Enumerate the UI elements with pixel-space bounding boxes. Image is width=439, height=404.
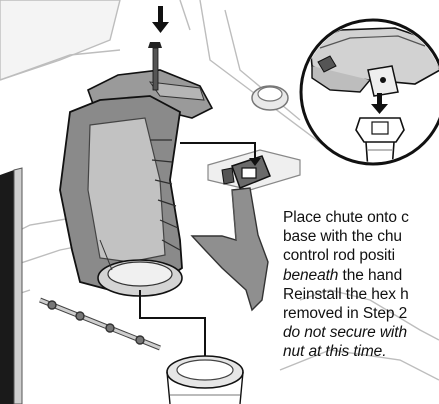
instruction-line-2: base with the chu [283,228,402,246]
instruction-line-1: Place chute onto c [283,209,409,226]
magnified-detail-inset [299,18,439,166]
instruction-line-5: Reinstall the hex h [283,285,409,303]
chute-support-bracket [190,187,269,312]
chute-control-rod [39,297,161,351]
instruction-line-4-rest: the hand [338,266,403,284]
emphasis-beneath: beneath [283,266,339,284]
down-arrow-icon [152,6,169,33]
instruction-line-4: beneath the hand [283,266,439,285]
instruction-line-3: control rod positi [283,247,395,265]
hex-bolt [148,42,162,91]
instruction-line-7: do not secure with [283,324,407,342]
frame-left-edge [0,170,14,404]
instruction-text: Place chute onto c base with the chu con… [283,208,439,362]
discharge-chute [59,69,214,297]
instruction-line-8: nut at this time. [283,343,387,361]
chute-control-rod-clip [221,155,271,189]
chute-base-ring [166,355,244,404]
callout-leader-lines [139,142,256,365]
instruction-line-6: removed in Step 2 [283,305,408,323]
